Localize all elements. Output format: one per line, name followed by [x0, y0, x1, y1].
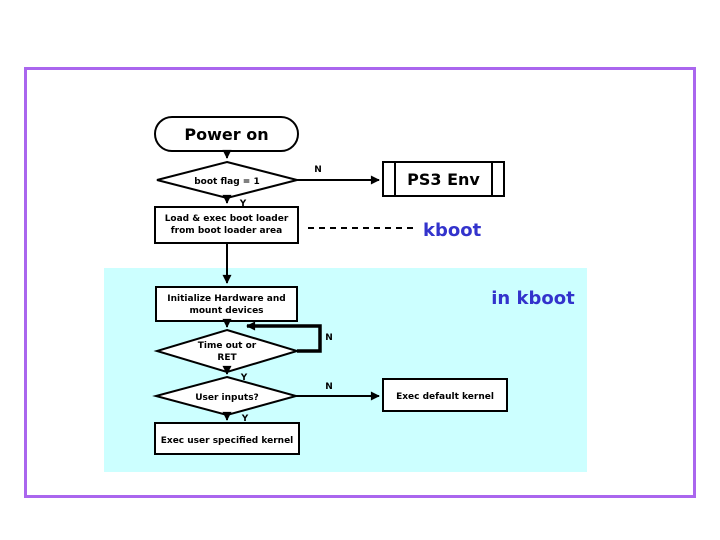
node-ps3-env: PS3 Env — [382, 161, 505, 197]
outer-frame — [24, 67, 696, 498]
flowchart-ink: Power on boot flag = 1 N PS3 Env Y Load … — [152, 116, 575, 455]
exec-user-kernel-shape — [154, 422, 300, 455]
node-exec-user-kernel: Exec user specified kernel — [154, 422, 300, 455]
node-load-boot-loader: Load & exec boot loader from boot loader… — [154, 206, 299, 244]
timeout-no-label: N — [325, 333, 333, 343]
node-power-on: Power on — [154, 116, 299, 152]
exec-default-kernel-label: Exec default kernel — [396, 392, 494, 402]
load-boot-loader-label-line1: Load & exec boot loader — [165, 214, 289, 224]
timeout-yes-label: Y — [240, 373, 248, 383]
load-boot-loader-label-line2: from boot loader area — [171, 226, 282, 236]
bootflag-no-label: N — [314, 165, 322, 175]
node-time-out: Time out or RET — [153, 328, 301, 374]
exec-user-kernel-label: Exec user specified kernel — [161, 436, 294, 446]
edge-timeout-loop — [246, 321, 322, 353]
ps3-env-shape — [382, 161, 505, 197]
load-boot-loader-shape — [154, 206, 299, 244]
annotation-kboot: kboot — [423, 220, 482, 241]
bootflag-yes-label: Y — [239, 199, 247, 209]
time-out-label-line2: RET — [217, 353, 237, 363]
userinputs-yes-label: Y — [241, 414, 249, 424]
init-hardware-shape — [155, 286, 298, 322]
annotation-in-kboot: in kboot — [491, 288, 575, 309]
user-inputs-label: User inputs? — [195, 393, 259, 403]
power-on-label: Power on — [184, 125, 268, 144]
node-exec-default-kernel: Exec default kernel — [382, 378, 508, 412]
exec-default-kernel-shape — [382, 378, 508, 412]
boot-flag-label: boot flag = 1 — [194, 177, 260, 187]
init-hardware-label-line2: mount devices — [189, 306, 263, 316]
node-init-hardware: Initialize Hardware and mount devices — [155, 286, 298, 322]
ps3-env-label: PS3 Env — [407, 170, 480, 189]
userinputs-no-label: N — [325, 382, 333, 392]
init-hardware-label-line1: Initialize Hardware and — [167, 294, 285, 304]
time-out-label-line1: Time out or — [198, 341, 257, 351]
node-boot-flag: boot flag = 1 — [156, 160, 298, 200]
